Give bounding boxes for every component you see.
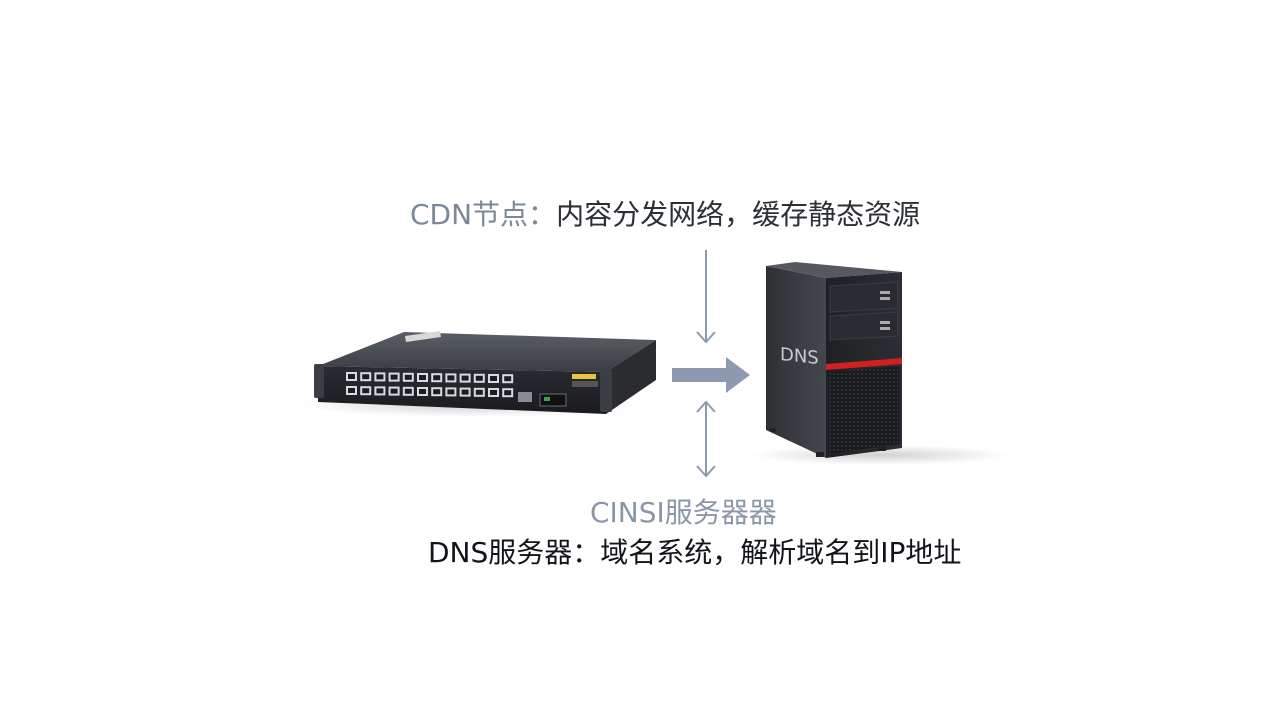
arrow-right-icon [672, 357, 750, 393]
arrow-down-icon [696, 250, 716, 344]
switch-port-hole [404, 388, 412, 394]
switch-port-hole [348, 374, 355, 379]
switch-port-hole [475, 375, 483, 381]
switch-port-hole [362, 374, 370, 380]
switch-port-hole [475, 389, 483, 395]
switch-port-hole [461, 375, 469, 381]
switch-port-hole [461, 389, 469, 395]
switch-port-hole [490, 376, 497, 381]
switch-ports [346, 372, 514, 398]
switch-port-hole [404, 374, 412, 380]
switch-port-hole [433, 375, 441, 381]
switch-port-hole [376, 374, 384, 380]
dns-server-label: DNS服务器：域名系统，解析域名到IP地址 [428, 536, 962, 569]
tower-server-icon: DNS [750, 262, 1010, 465]
switch-port-hole [504, 390, 512, 396]
cdn-node-label: CDN节点：内容分发网络，缓存静态资源 [410, 193, 1010, 237]
switch-port-hole [504, 376, 512, 382]
switch-port-hole [447, 375, 455, 381]
switch-port-hole [362, 388, 370, 394]
switch-port-hole [490, 390, 497, 395]
server-logo: DNS [780, 344, 819, 369]
cnsi-server-label: CINSI服务器器 [590, 496, 777, 529]
cdn-label-description: 内容分发网络，缓存静态资源 [556, 198, 921, 231]
switch-port-hole [433, 389, 441, 395]
switch-port-hole [390, 388, 398, 394]
network-switch-icon [300, 331, 656, 417]
switch-port-hole [419, 375, 426, 380]
arrow-bidirectional-icon [696, 400, 716, 478]
switch-port-hole [390, 374, 398, 380]
switch-port-hole [376, 388, 384, 394]
switch-port-hole [447, 389, 455, 395]
switch-port-hole [348, 388, 355, 393]
switch-port-hole [419, 389, 426, 394]
cdn-label-prefix: CDN节点： [410, 198, 557, 231]
